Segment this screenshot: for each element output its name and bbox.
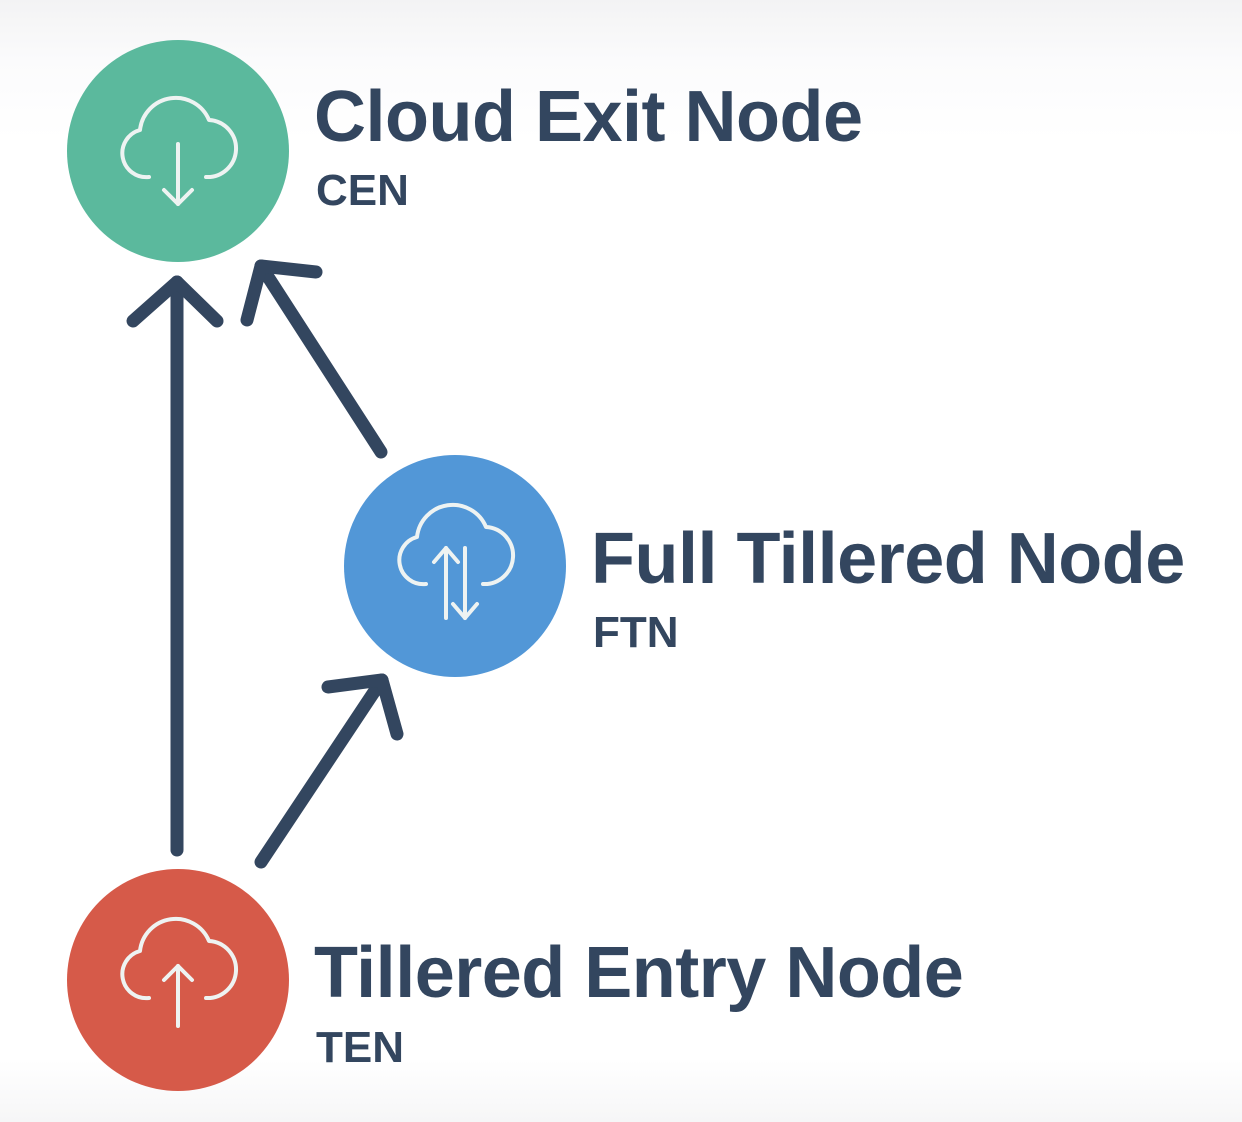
node-ftn-circle — [344, 455, 566, 677]
edges — [126, 259, 404, 869]
node-ten-title: Tillered Entry Node — [314, 933, 963, 1013]
node-ftn-abbr: FTN — [593, 608, 679, 657]
node-cen[interactable]: Cloud Exit Node CEN — [67, 40, 863, 262]
node-ten[interactable]: Tillered Entry Node TEN — [67, 869, 964, 1091]
edge-ten-to-cen — [126, 275, 224, 857]
node-cen-abbr: CEN — [316, 166, 409, 215]
node-ftn[interactable]: Full Tillered Node FTN — [344, 455, 1185, 677]
edge-ten-to-cen-arrowhead — [126, 275, 224, 328]
edge-ftn-to-cen — [240, 259, 388, 459]
node-ten-abbr: TEN — [316, 1023, 404, 1072]
node-cen-title: Cloud Exit Node — [314, 77, 863, 157]
edge-ten-to-ftn — [254, 673, 404, 869]
edge-ten-to-ftn-arrowhead — [321, 673, 404, 741]
cloud-upload-icon — [120, 916, 239, 1028]
cloud-download-icon — [120, 95, 239, 206]
edge-ftn-to-cen-line — [254, 259, 388, 459]
cloud-sync-icon — [397, 502, 516, 620]
edge-ten-to-ftn-line — [254, 673, 389, 869]
node-ftn-title: Full Tillered Node — [591, 519, 1185, 599]
edge-ftn-to-cen-arrowhead — [240, 259, 323, 327]
